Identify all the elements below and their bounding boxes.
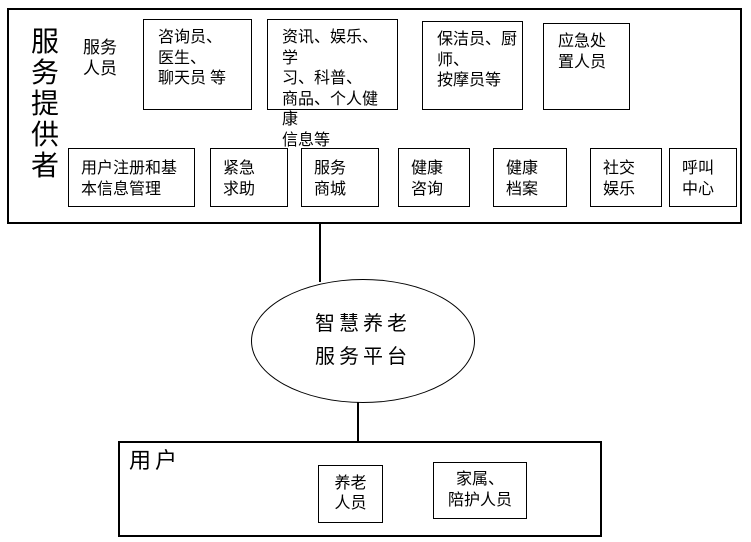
user-section: 用户 养老 人员 家属、 陪护人员 [118,441,602,537]
service-box-registration: 用户注册和基 本信息管理 [68,148,195,207]
service-box-call-center: 呼叫 中心 [669,148,737,207]
staff-personnel-label: 服务 人员 [83,38,117,78]
staff-box-housekeeping: 保洁员、厨 师、 按摩员等 [422,21,523,110]
platform-ellipse: 智慧养老 服务平台 [251,279,475,403]
staff-box-emergency-staff: 应急处 置人员 [543,23,630,110]
provider-section: 服务提供者 服务 人员 咨询员、 医生、 聊天员 等 资讯、娱乐、学 习、科普、… [7,8,742,224]
service-box-social: 社交 娱乐 [590,148,662,207]
connector-platform-user [357,402,359,442]
provider-title: 服务提供者 [30,27,59,182]
user-box-elderly: 养老 人员 [318,465,383,523]
user-title: 用户 [129,448,182,473]
connector-provider-platform [319,224,321,282]
staff-box-content: 资讯、娱乐、学 习、科普、 商品、个人健康 信息等 [267,19,398,149]
platform-label: 智慧养老 服务平台 [315,313,411,368]
service-box-health-consult: 健康 咨询 [398,148,470,207]
service-box-health-records: 健康 档案 [493,148,567,207]
service-box-emergency-help: 紧急 求助 [210,148,288,207]
service-box-mall: 服务 商城 [301,148,379,207]
user-box-family: 家属、 陪护人员 [433,462,527,519]
staff-box-consultants: 咨询员、 医生、 聊天员 等 [143,19,252,110]
